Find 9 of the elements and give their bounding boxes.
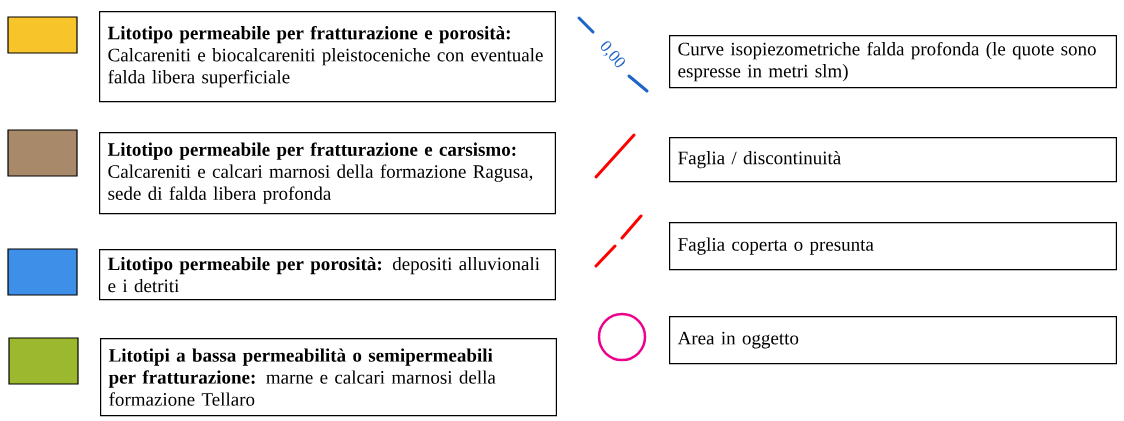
legend-text-box: Faglia / discontinuità (669, 137, 1117, 183)
legend-text-box: Litotipo permeabile per fratturazione e carsismo: Calcareniti e calcari marnosi della formazione Ragusa, sede di falda libera profonda (99, 132, 556, 215)
legend-text-box: Faglia coperta o presunta (669, 222, 1117, 271)
contour-value: 0,00 (600, 41, 625, 68)
legend-text-box: Curve isopiezometriche falda profonda (le quote sono espresse in metri slm) (669, 35, 1117, 89)
legend-text-box: Area in oggetto (669, 316, 1117, 365)
legend-text-box: Litotipo permeabile per fratturazione e porosità: Calcareniti e biocalcareniti pleistoceniche con eventuale falda libera superficiale (99, 11, 556, 103)
legend-text-box: Litotipi a bassa permeabilità o semipermeabili per fratturazione: marne e calcari marnosi della formazione Tellaro (100, 338, 557, 417)
legend-text-box: Litotipo permeabile per porosità: depositi alluvionali e i detriti (99, 249, 556, 301)
